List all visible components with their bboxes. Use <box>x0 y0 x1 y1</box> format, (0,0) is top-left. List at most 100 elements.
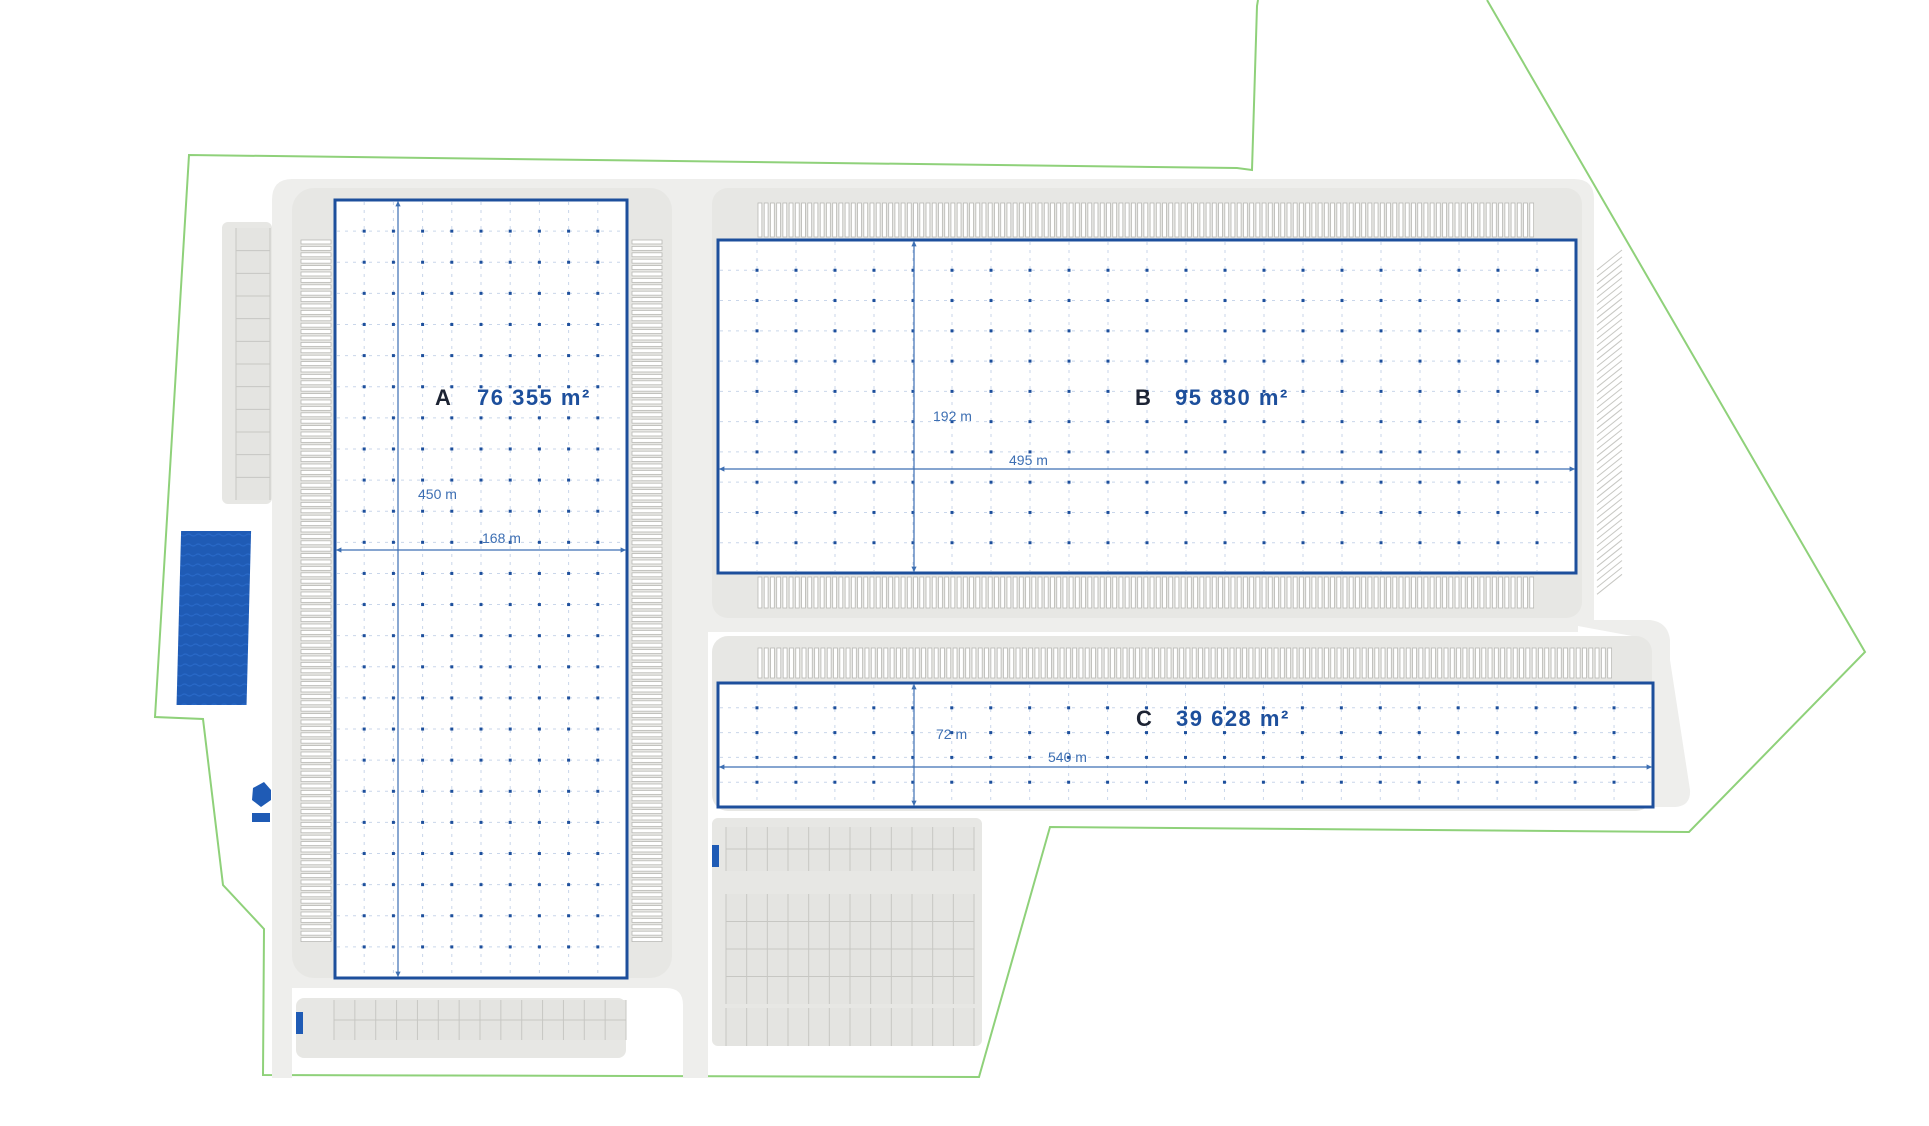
dock-bay <box>1124 576 1130 609</box>
dock-bay <box>845 647 851 679</box>
dock-bay <box>300 380 332 386</box>
building-c[interactable] <box>716 681 1655 809</box>
dock-bay <box>631 553 663 558</box>
column-marker <box>537 665 541 669</box>
column-marker <box>362 291 366 295</box>
column-marker <box>537 478 541 482</box>
column-marker <box>1145 731 1149 735</box>
column-marker <box>421 540 425 544</box>
column-marker <box>1496 359 1500 363</box>
dock-bay <box>962 576 968 609</box>
column-marker <box>1300 780 1304 784</box>
dock-bay <box>1485 202 1491 238</box>
dock-bay <box>819 202 825 238</box>
dock-bay <box>1193 576 1198 609</box>
column-marker <box>450 540 454 544</box>
column-marker <box>391 852 395 856</box>
column-marker <box>911 706 915 710</box>
column-marker <box>450 571 454 575</box>
dock-bay <box>300 828 332 834</box>
column-marker <box>1379 359 1383 363</box>
dock-bay <box>1012 202 1018 238</box>
dock-bay <box>631 271 663 277</box>
dock-bay <box>981 576 987 609</box>
column-marker <box>833 706 837 710</box>
column-marker <box>794 389 798 393</box>
dock-bay <box>300 489 332 494</box>
column-marker <box>1223 299 1227 303</box>
column-marker <box>596 447 600 451</box>
loading-docks <box>300 202 1623 942</box>
dock-bay <box>1081 202 1086 238</box>
dock-bay <box>1091 647 1096 679</box>
dock-bay <box>631 809 663 814</box>
dock-bay <box>1068 576 1074 609</box>
dock-bay <box>1367 576 1373 609</box>
dock-bay <box>1467 576 1472 609</box>
building-a[interactable] <box>333 198 629 980</box>
dock-bay <box>1529 576 1535 609</box>
dock-bay <box>1180 576 1186 609</box>
dock-bay <box>919 202 925 238</box>
column-marker <box>1106 510 1110 514</box>
column-marker <box>1418 268 1422 272</box>
dock-bay <box>864 647 870 679</box>
dock-bay <box>300 508 332 514</box>
dock-bay <box>1173 647 1178 679</box>
column-marker <box>1184 299 1188 303</box>
column-marker <box>1378 706 1382 710</box>
dock-bay <box>300 706 332 712</box>
dimension-arrow <box>911 800 917 806</box>
dock-bay <box>1355 647 1361 679</box>
dock-bay <box>1006 576 1012 609</box>
dock-bay <box>631 841 663 846</box>
truck-bay-line <box>1596 353 1623 374</box>
dock-bay <box>1128 647 1134 679</box>
dock-bay <box>850 576 856 609</box>
dock-bay <box>1274 576 1279 609</box>
dock-bay <box>631 911 663 917</box>
building-b-letter: B <box>1135 385 1151 410</box>
column-marker <box>1067 268 1071 272</box>
dock-bay <box>776 647 782 679</box>
column-marker <box>1222 755 1226 759</box>
column-marker <box>1184 450 1188 454</box>
dock-bay <box>631 924 663 930</box>
column-marker <box>872 541 876 545</box>
dock-bay <box>1003 647 1008 679</box>
column-marker <box>1028 268 1032 272</box>
column-marker <box>872 755 876 759</box>
dock-bay <box>1249 576 1254 609</box>
building-c-width-label: 72 m <box>936 726 967 742</box>
column-marker <box>1028 541 1032 545</box>
dock-bay <box>1398 202 1404 238</box>
dock-bay <box>631 437 663 443</box>
column-marker <box>567 229 571 233</box>
column-marker <box>1457 510 1461 514</box>
column-marker <box>872 299 876 303</box>
dock-bay <box>1131 202 1136 238</box>
dock-bay <box>631 309 663 315</box>
dock-bay <box>631 604 663 610</box>
dock-bay <box>969 202 974 238</box>
column-marker <box>1067 359 1071 363</box>
column-marker <box>911 389 915 393</box>
dock-bay <box>1261 202 1267 238</box>
dock-bay <box>1043 576 1049 609</box>
dock-bay <box>631 726 663 731</box>
building-b[interactable] <box>716 238 1578 575</box>
column-marker <box>391 727 395 731</box>
dock-bay <box>1168 576 1174 609</box>
column-marker <box>479 758 483 762</box>
dock-bay <box>300 271 332 277</box>
dock-bay <box>1229 647 1235 679</box>
dock-bay <box>1124 202 1130 238</box>
dock-bay <box>1043 202 1049 238</box>
dock-bay <box>631 745 663 750</box>
dock-bay <box>300 655 332 661</box>
dock-bay <box>300 758 332 763</box>
column-marker <box>391 509 395 513</box>
column-marker <box>1301 299 1305 303</box>
dock-bay <box>1454 576 1460 609</box>
